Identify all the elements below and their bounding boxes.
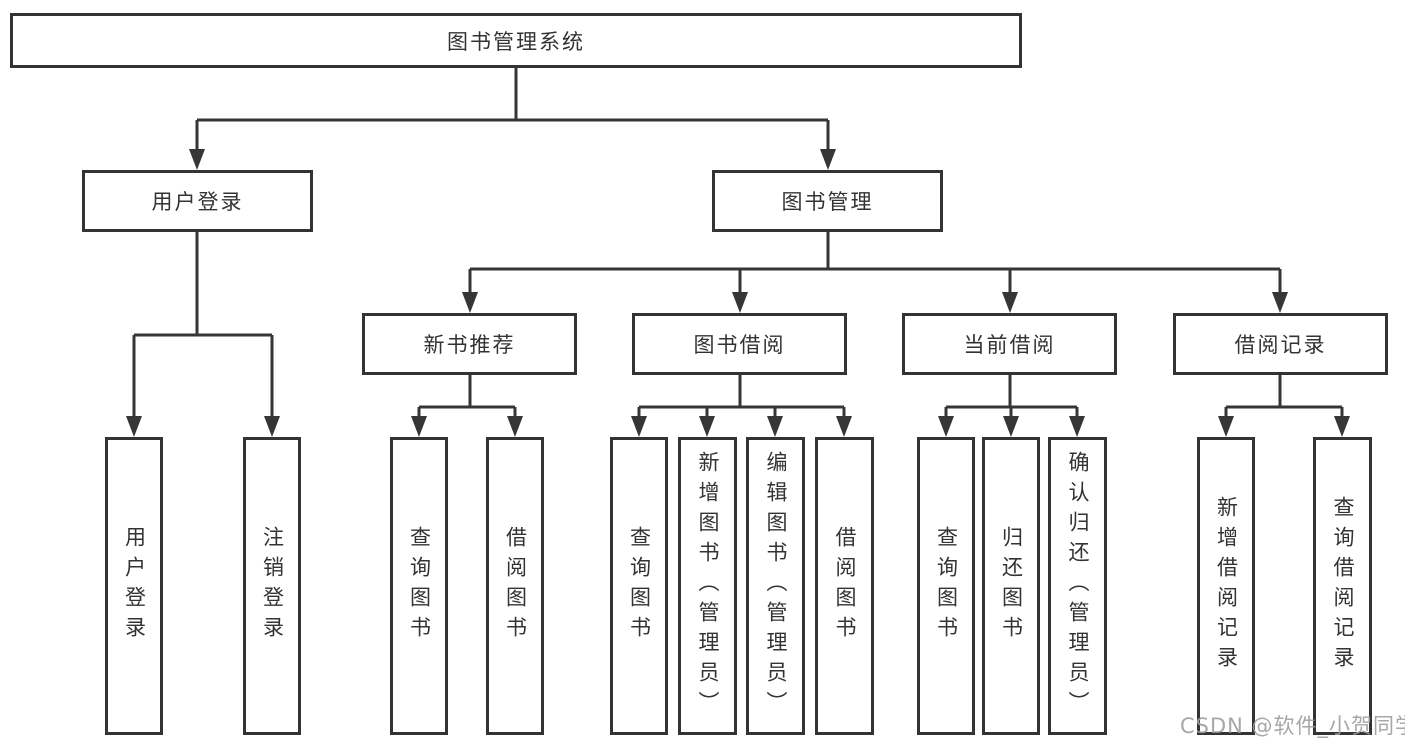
node-user-login: 用户登录	[82, 170, 313, 232]
node-new-book-recommend-label: 新书推荐	[423, 333, 516, 357]
leaf-record-query: 查询借阅记录	[1313, 437, 1372, 735]
connector-root-to-level2	[189, 68, 836, 170]
connector-user-login-to-leaves	[126, 232, 280, 437]
node-book-borrow-label: 图书借阅	[693, 333, 786, 357]
leaf-user-login-label: 用户登录	[122, 526, 147, 646]
leaf-current-confirm-admin: 确认归还（管理员）	[1048, 437, 1107, 735]
leaf-logout-label: 注销登录	[260, 526, 285, 646]
node-borrow-record-label: 借阅记录	[1234, 333, 1327, 357]
node-book-management: 图书管理	[712, 170, 943, 232]
node-root: 图书管理系统	[10, 13, 1022, 68]
connector-book-borrow-to-leaves	[631, 375, 852, 437]
connector-borrow-record-to-leaves	[1218, 375, 1350, 437]
node-user-login-label: 用户登录	[151, 190, 244, 214]
connector-current-borrow-to-leaves	[938, 375, 1085, 437]
leaf-borrow-add-admin-label: 新增图书（管理员）	[696, 451, 720, 721]
node-book-management-label: 图书管理	[781, 190, 874, 214]
leaf-newbook-query-label: 查询图书	[407, 526, 432, 646]
leaf-current-query-label: 查询图书	[934, 526, 959, 646]
node-current-borrow: 当前借阅	[902, 313, 1117, 375]
leaf-borrow-edit-admin: 编辑图书（管理员）	[746, 437, 805, 735]
leaf-borrow-borrow-label: 借阅图书	[833, 526, 857, 646]
leaf-newbook-borrow-label: 借阅图书	[503, 526, 528, 646]
node-new-book-recommend: 新书推荐	[362, 313, 577, 375]
leaf-current-query: 查询图书	[917, 437, 975, 735]
leaf-borrow-query: 查询图书	[610, 437, 668, 735]
node-borrow-record: 借阅记录	[1173, 313, 1388, 375]
csdn-watermark: CSDN @软件_小贺同学	[1180, 714, 1405, 738]
connector-book-management-to-level3	[462, 232, 1288, 313]
leaf-record-add: 新增借阅记录	[1197, 437, 1255, 735]
leaf-current-return-label: 归还图书	[999, 526, 1024, 646]
leaf-current-return: 归还图书	[982, 437, 1040, 735]
leaf-borrow-edit-admin-label: 编辑图书（管理员）	[764, 451, 788, 721]
node-root-label: 图书管理系统	[447, 29, 585, 54]
node-current-borrow-label: 当前借阅	[963, 333, 1056, 357]
connector-new-book-to-leaves	[411, 375, 523, 437]
leaf-current-confirm-admin-label: 确认归还（管理员）	[1066, 451, 1090, 721]
leaf-newbook-borrow: 借阅图书	[486, 437, 544, 735]
leaf-borrow-add-admin: 新增图书（管理员）	[678, 437, 737, 735]
leaf-record-query-label: 查询借阅记录	[1331, 496, 1355, 676]
leaf-borrow-borrow: 借阅图书	[815, 437, 874, 735]
leaf-record-add-label: 新增借阅记录	[1214, 496, 1239, 676]
node-book-borrow: 图书借阅	[632, 313, 847, 375]
leaf-borrow-query-label: 查询图书	[627, 526, 652, 646]
leaf-logout: 注销登录	[243, 437, 301, 735]
leaf-user-login: 用户登录	[105, 437, 163, 735]
leaf-newbook-query: 查询图书	[390, 437, 448, 735]
